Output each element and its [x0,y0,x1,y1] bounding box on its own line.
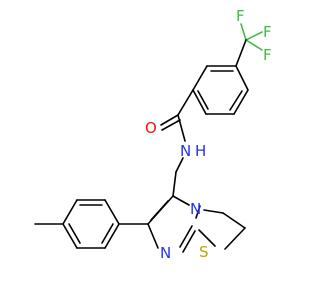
oxygen-atom: O [145,119,157,137]
amide-nitrogen: N [180,142,191,160]
sulfur-atom: S [199,243,209,261]
ring-nitrogen: N [190,200,201,218]
tolyl-ring [34,199,149,249]
fluorine-2: F [236,7,245,25]
fluorine-1: F [263,23,272,41]
imidazothiazole-core [147,171,246,253]
fluorine-3: F [263,46,272,64]
molecule-structure: F F F O N H N N S [34,7,272,262]
amide-linkage [160,89,194,173]
benzamide-ring [192,65,249,115]
amide-hydrogen: H [195,142,206,160]
trifluoromethyl-group [235,23,263,67]
molecule-diagram: F F F O N H N N S [34,7,272,262]
imine-nitrogen: N [160,244,171,262]
